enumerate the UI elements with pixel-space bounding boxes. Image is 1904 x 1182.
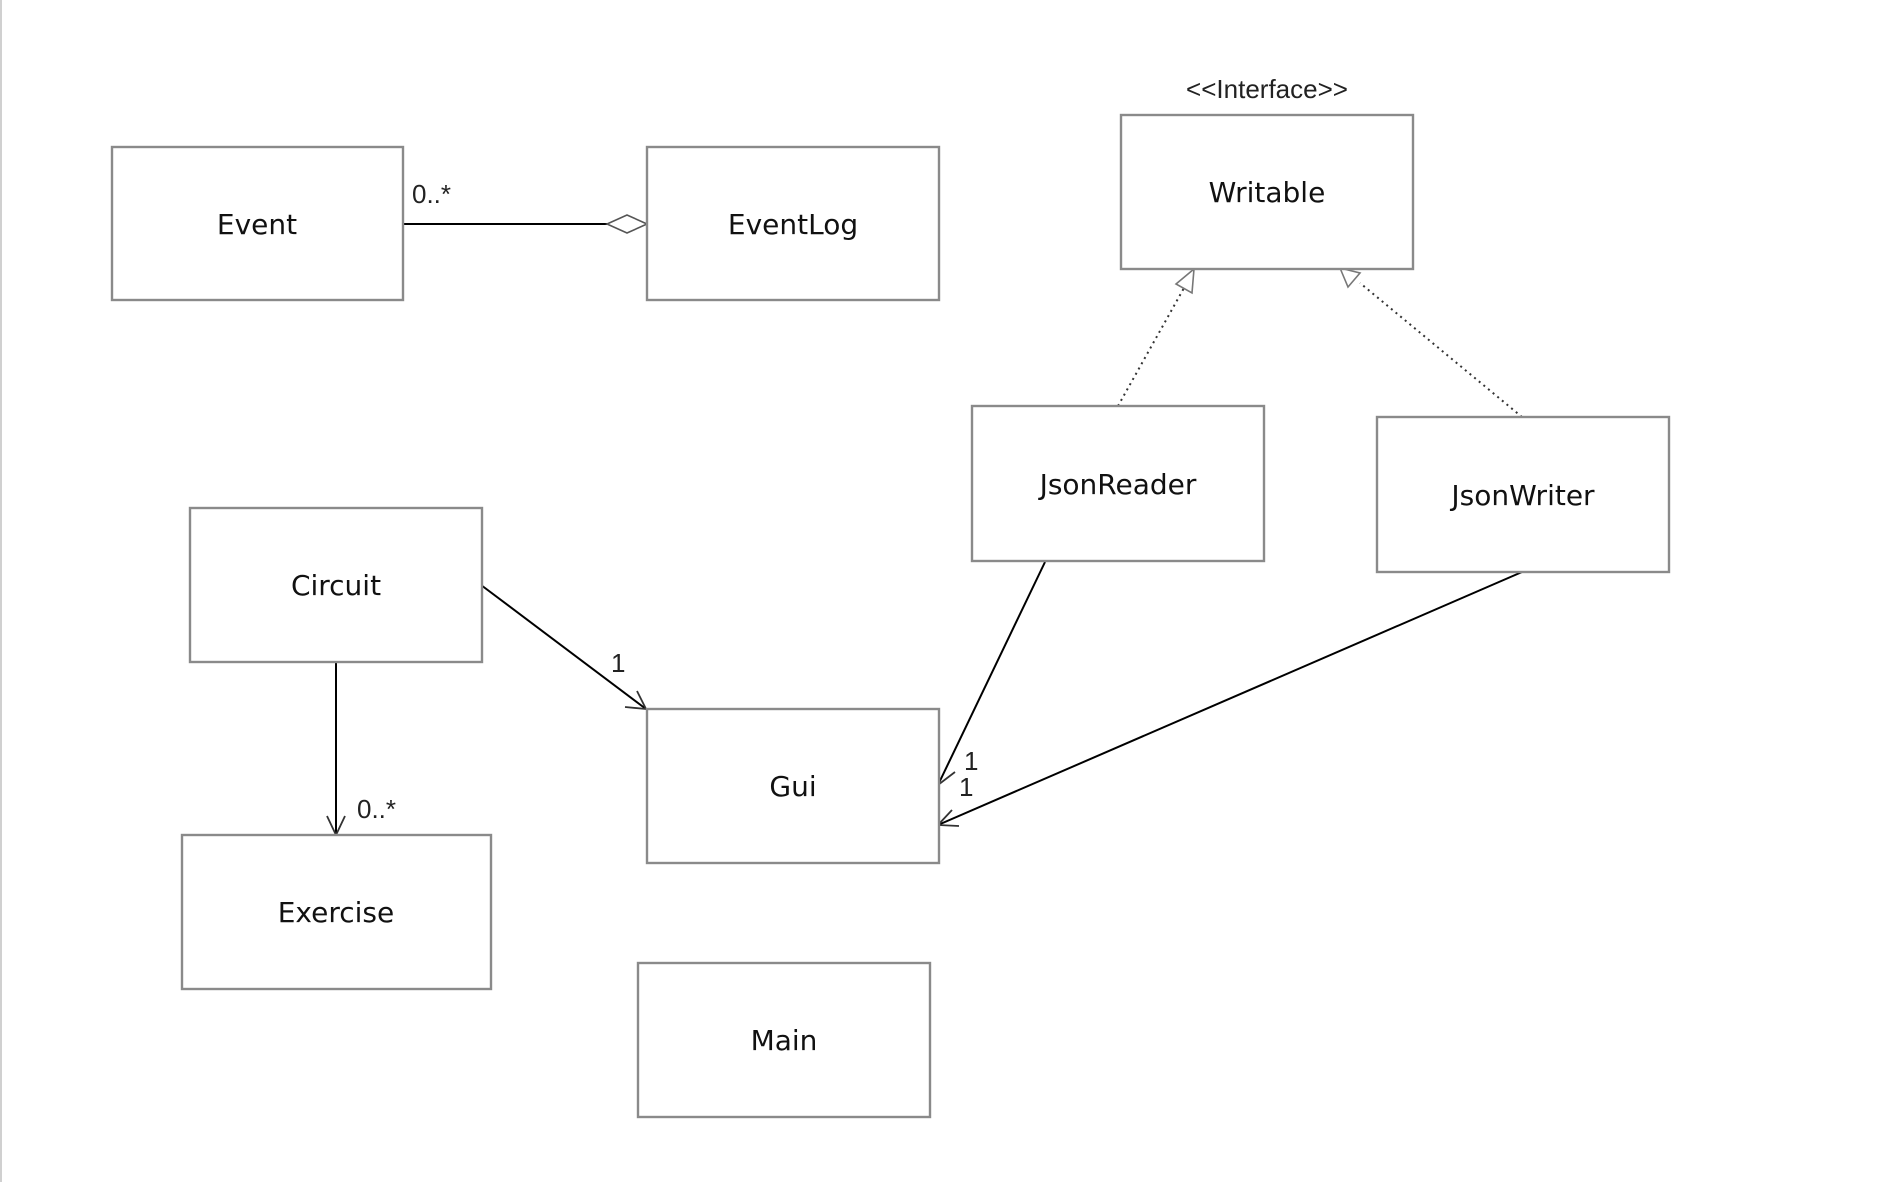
class-exercise[interactable]: Exercise (180, 833, 493, 991)
association-jsonreader-gui[interactable] (937, 561, 1046, 787)
class-name: JsonWriter (1449, 479, 1595, 512)
realization-jsonreader-writable[interactable] (1117, 267, 1195, 407)
class-main[interactable]: Main (636, 961, 932, 1119)
class-event[interactable]: Event (110, 145, 405, 302)
multiplicity-circuit-gui: 1 (611, 648, 625, 678)
realization-triangle-icon (1338, 266, 1362, 289)
interface-stereotype: <<Interface>> (1186, 74, 1348, 104)
class-name: Event (217, 208, 297, 241)
class-name: Gui (769, 770, 816, 803)
realization-jsonwriter-writable[interactable] (1338, 266, 1523, 418)
realization-triangle-icon (1174, 267, 1195, 295)
class-circuit[interactable]: Circuit (188, 506, 484, 664)
class-name: Circuit (291, 569, 381, 602)
multiplicity-circuit-exercise: 0..* (357, 794, 396, 824)
multiplicity-jsonreader-gui: 1 (964, 746, 978, 776)
association-circuit-exercise[interactable] (326, 663, 346, 838)
class-jsonwriter[interactable]: JsonWriter (1375, 415, 1671, 574)
class-name: JsonReader (1038, 468, 1197, 501)
class-jsonreader[interactable]: JsonReader (970, 404, 1266, 563)
aggregation-diamond-icon (605, 214, 649, 234)
canvas-left-border (0, 0, 2, 1182)
multiplicity-event-eventlog: 0..* (412, 179, 451, 209)
association-circuit-gui[interactable] (480, 584, 648, 711)
aggregation-event-eventlog[interactable] (403, 214, 649, 234)
association-jsonwriter-gui[interactable] (936, 571, 1523, 827)
class-writable[interactable]: <<Interface>> Writable (1119, 74, 1415, 271)
class-name: Main (751, 1024, 818, 1057)
class-name: EventLog (728, 208, 858, 241)
multiplicity-jsonwriter-gui: 1 (959, 772, 973, 802)
class-name: Exercise (278, 896, 395, 929)
class-name: Writable (1209, 176, 1326, 209)
class-gui[interactable]: Gui (645, 707, 941, 865)
class-eventlog[interactable]: EventLog (645, 145, 941, 302)
